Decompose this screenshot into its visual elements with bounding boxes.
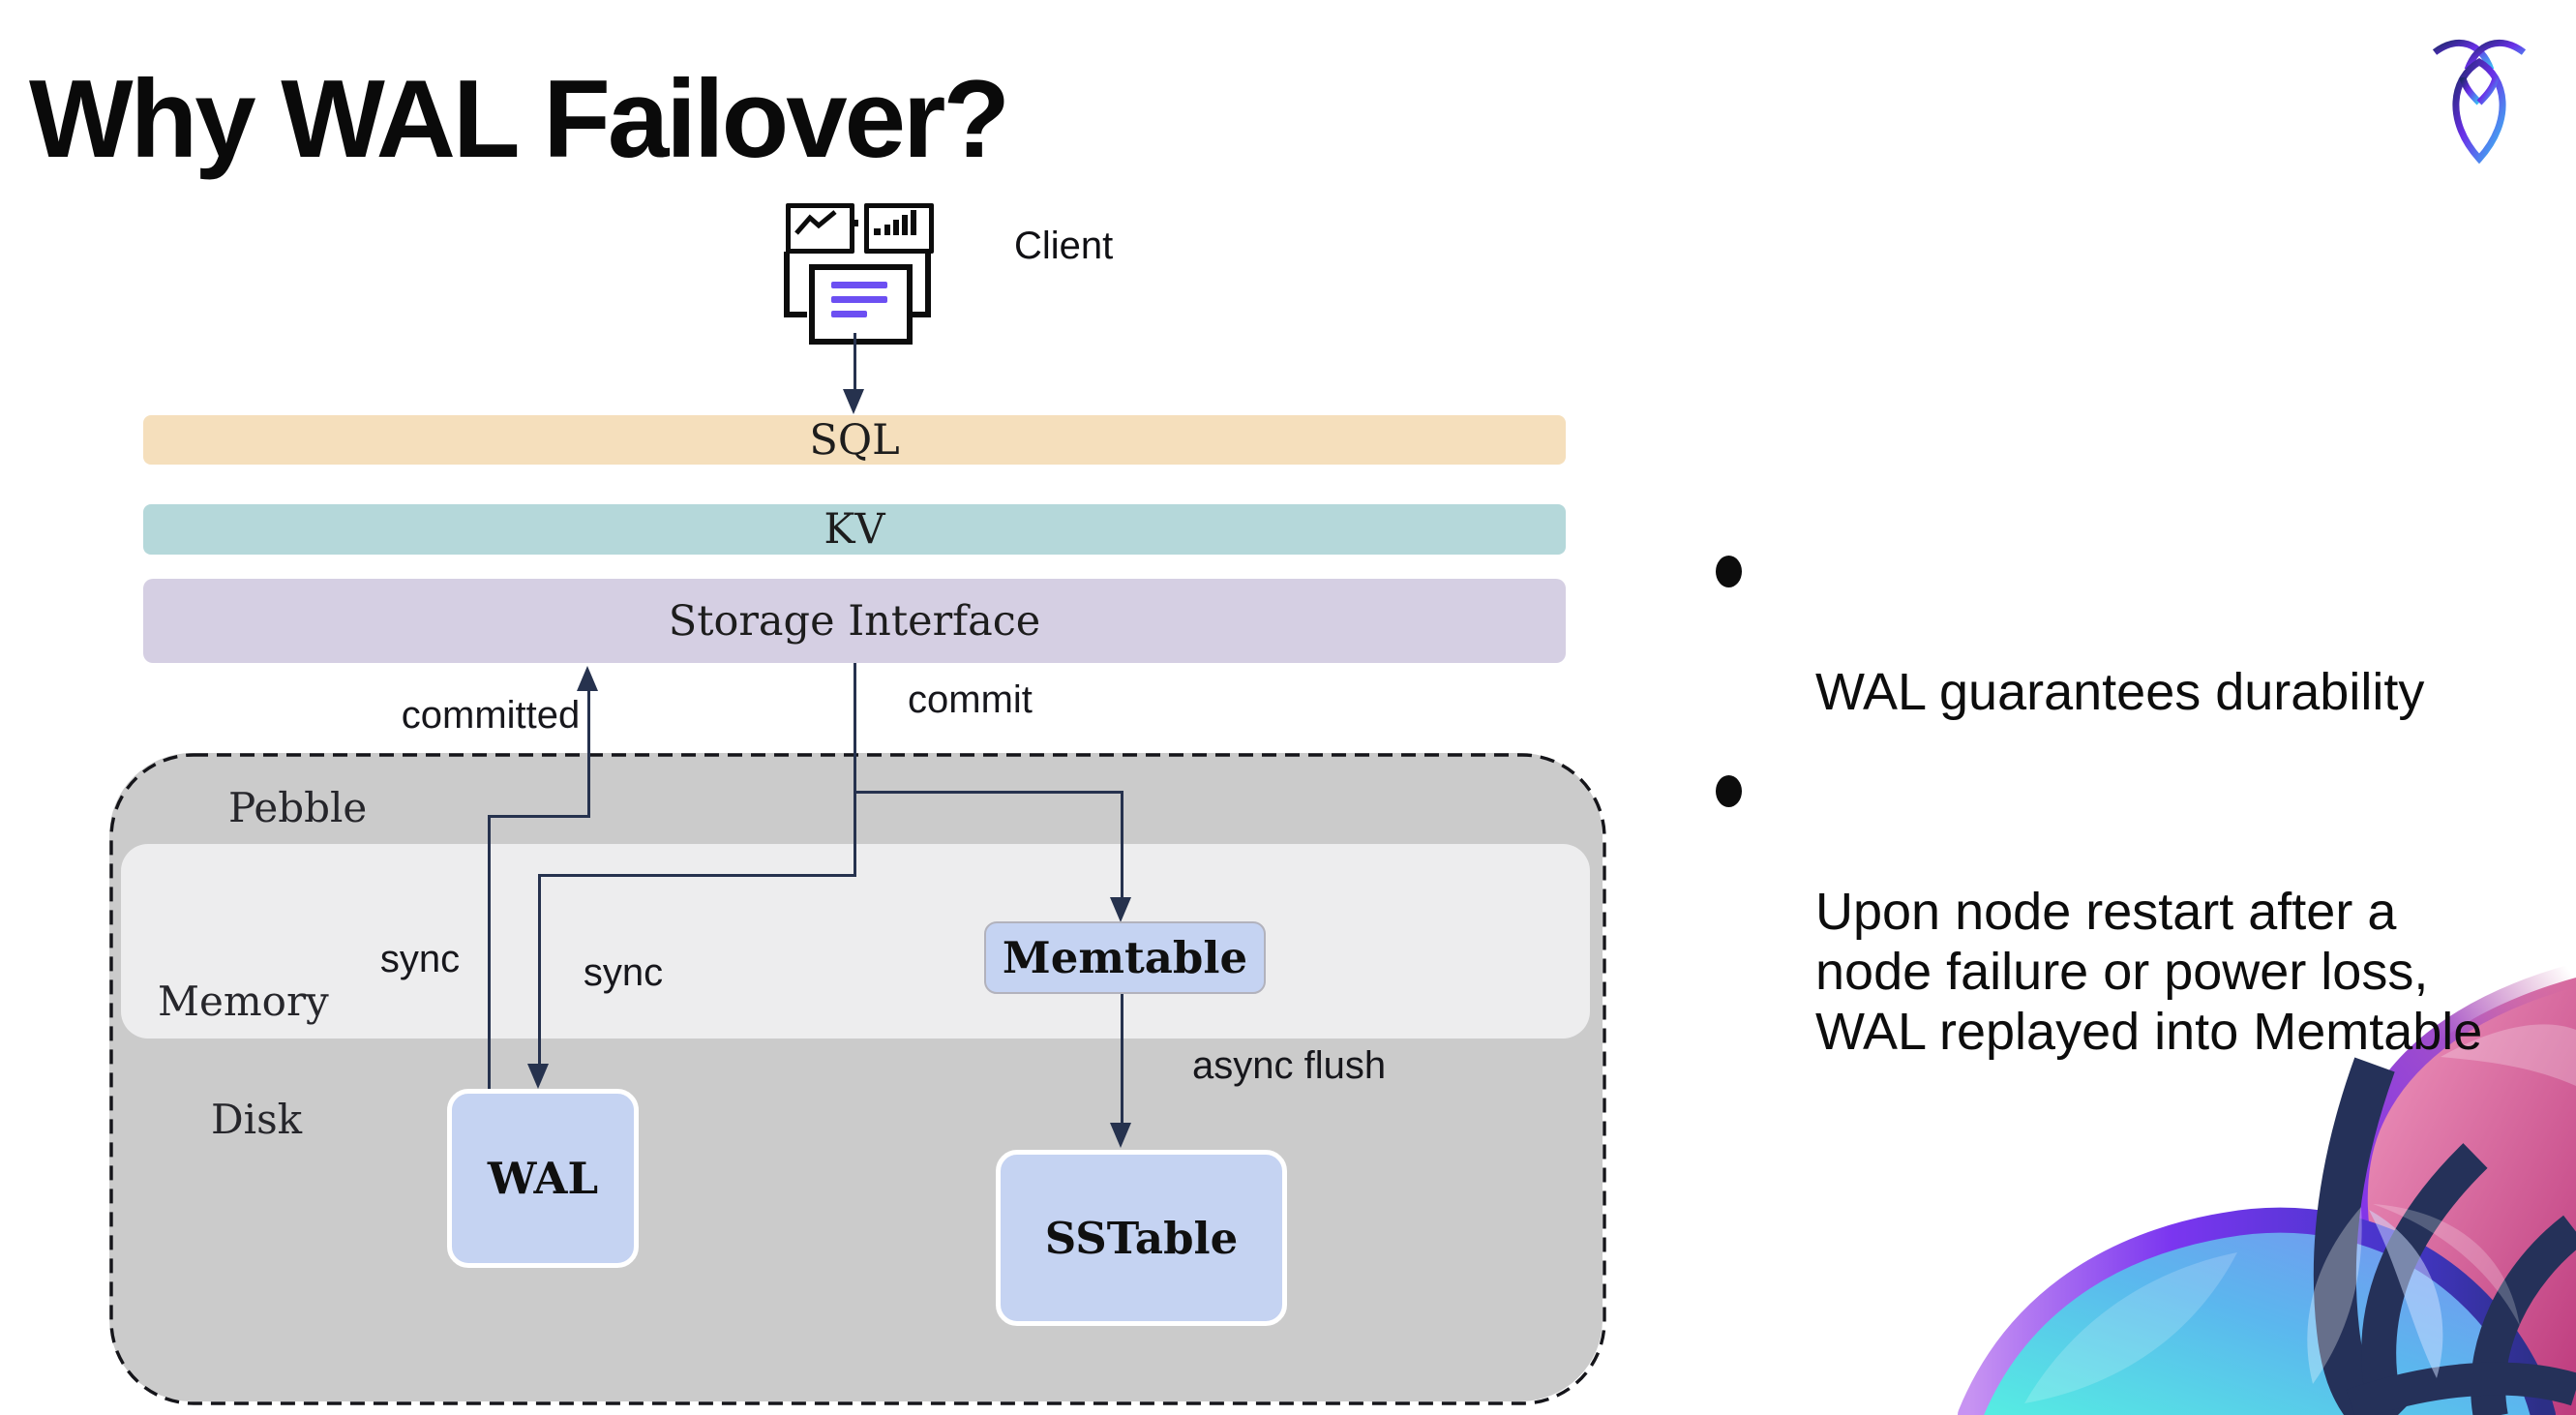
bullet-text: Upon node restart after a node failure o… [1815,883,2483,1061]
commit-branch-right-vertical [1121,791,1123,899]
layer-sql-label: SQL [809,415,900,465]
client-label: Client [1014,225,1114,267]
bullet-list: WAL guarantees durability Upon node rest… [1701,542,2576,1062]
client-to-sql-arrowhead [843,389,864,414]
async-flush-label: async flush [1192,1044,1387,1087]
commit-branch-left-horizontal [538,874,856,877]
slide-title: Why WAL Failover? [29,58,1010,181]
sstable-arrowhead [1110,1123,1131,1148]
dark-bottom-arc [2346,1362,2576,1415]
committed-line-vertical-lower [488,815,491,1089]
client-bracket-left [784,252,807,317]
blue-rim-arc [1958,1207,2556,1415]
memtable-node: Memtable [984,921,1266,994]
wal-node: WAL [447,1089,639,1268]
layer-storage-interface: Storage Interface [143,579,1566,663]
client-barchart-icon [864,203,934,254]
barchart-glyph [874,210,916,235]
bullet-text: WAL guarantees durability [1815,663,2425,721]
bullet-dot [1716,775,1742,807]
client-to-sql-line [854,333,856,391]
flush-line-vertical [1121,990,1123,1123]
brand-artwork [1958,964,2576,1415]
client-bracket-right [908,252,931,317]
linechart-glyph [794,210,837,235]
layer-kv-label: KV [824,505,885,554]
blue-sheen [2024,1252,2237,1403]
pink-sheen [2441,1024,2576,1086]
wal-arrowhead [527,1064,549,1089]
doc-line [831,282,887,288]
memtable-label: Memtable [1002,932,1248,983]
client-document-icon [809,264,913,345]
committed-arrowhead [577,666,598,691]
layer-sql: SQL [143,415,1566,465]
bullet-dot [1716,556,1742,587]
petal-blue-mid [2369,1210,2443,1378]
layer-kv: KV [143,504,1566,555]
commit-branch-right-horizontal [854,791,1123,794]
petal-white-right [2373,1204,2520,1326]
sstable-node: SSTable [996,1150,1287,1326]
committed-line-horizontal [488,815,590,818]
cockroachdb-logo-icon [2432,39,2527,165]
sync-label-right: sync [583,951,664,994]
bullet-item: WAL guarantees durability [1701,542,2576,722]
committed-label: committed [401,694,581,737]
layer-storage-label: Storage Interface [668,596,1041,646]
commit-branch-left-vertical [538,874,541,1064]
committed-line-vertical-upper [587,691,590,818]
petal-white-left [2307,1207,2362,1384]
memory-label: Memory [158,978,329,1025]
sstable-label: SSTable [1044,1212,1239,1264]
wal-label: WAL [487,1153,599,1204]
pebble-label: Pebble [228,784,368,831]
doc-line [831,296,887,303]
commit-line-vertical [854,663,856,877]
memtable-arrowhead [1110,897,1131,922]
doc-line [831,311,867,317]
disk-label: Disk [211,1096,303,1143]
client-linechart-icon [786,203,854,254]
client-dash [850,220,858,226]
bullet-item: Upon node restart after a node failure o… [1701,762,2576,1062]
sync-label-left: sync [379,938,461,980]
commit-label: commit [908,678,1033,721]
